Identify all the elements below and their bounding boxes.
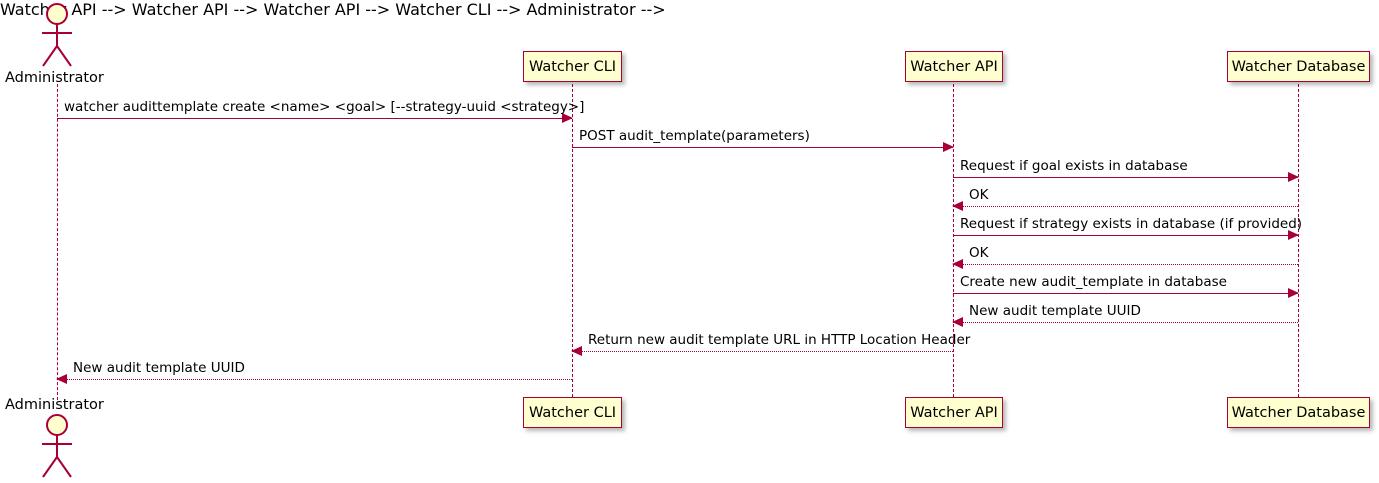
arrowhead-left-icon [952, 317, 963, 327]
actor-administrator-bottom [34, 413, 80, 481]
arrowhead-left-icon [952, 259, 963, 269]
message-line-m8 [953, 322, 1298, 323]
arrowhead-left-icon [56, 374, 67, 384]
actor-label-administrator-bottom: Administrator [5, 397, 104, 413]
participant-label-watcher-api-top: Watcher API [910, 58, 998, 75]
lifeline-watcher-api [953, 84, 954, 397]
message-line-m5 [953, 235, 1298, 236]
participant-box-watcher-api-top[interactable]: Watcher API [905, 51, 1003, 82]
participant-label-watcher-api-bottom: Watcher API [910, 404, 998, 421]
participant-label-watcher-cli-top: Watcher CLI [528, 58, 617, 75]
message-label-m7: Create new audit_template in database [960, 274, 1227, 290]
message-line-m6 [953, 264, 1298, 265]
participant-label-watcher-cli-bottom: Watcher CLI [528, 404, 617, 421]
arrowhead-right-icon [562, 113, 573, 123]
message-label-m2: POST audit_template(parameters) [579, 128, 810, 144]
lifeline-watcher-database [1298, 84, 1299, 397]
message-line-m1 [57, 118, 572, 119]
message-label-m1: watcher audittemplate create <name> <goa… [64, 99, 585, 115]
message-label-m8: New audit template UUID [969, 303, 1141, 319]
arrowhead-right-icon [943, 142, 954, 152]
message-line-m10 [57, 379, 572, 380]
participant-box-watcher-cli-top[interactable]: Watcher CLI [523, 51, 622, 82]
message-label-m5: Request if strategy exists in database (… [960, 216, 1303, 232]
participant-box-watcher-database-bottom[interactable]: Watcher Database [1227, 397, 1370, 428]
message-line-m7 [953, 293, 1298, 294]
arrowhead-right-icon [1288, 288, 1299, 298]
message-line-m3 [953, 177, 1298, 178]
participant-label-watcher-database-bottom: Watcher Database [1231, 404, 1366, 421]
actor-label-administrator-top: Administrator [5, 70, 104, 86]
message-label-m9: Return new audit template URL in HTTP Lo… [588, 332, 971, 348]
participant-box-watcher-cli-bottom[interactable]: Watcher CLI [523, 397, 622, 428]
arrowhead-right-icon [1288, 230, 1299, 240]
lifeline-watcher-cli [572, 84, 573, 397]
lifeline-administrator [57, 84, 58, 400]
message-label-m3: Request if goal exists in database [960, 158, 1188, 174]
message-line-m2 [572, 147, 953, 148]
participant-box-watcher-api-bottom[interactable]: Watcher API [905, 397, 1003, 428]
arrowhead-left-icon [571, 346, 582, 356]
message-label-m4: OK [969, 187, 989, 203]
message-line-m9 [572, 351, 953, 352]
message-label-m10: New audit template UUID [73, 360, 245, 376]
participant-label-watcher-database-top: Watcher Database [1231, 58, 1366, 75]
actor-administrator-top [34, 2, 80, 70]
message-label-m6: OK [969, 245, 989, 261]
arrowhead-left-icon [952, 201, 963, 211]
arrowhead-right-icon [1288, 172, 1299, 182]
participant-box-watcher-database-top[interactable]: Watcher Database [1227, 51, 1370, 82]
message-line-m4 [953, 206, 1298, 207]
